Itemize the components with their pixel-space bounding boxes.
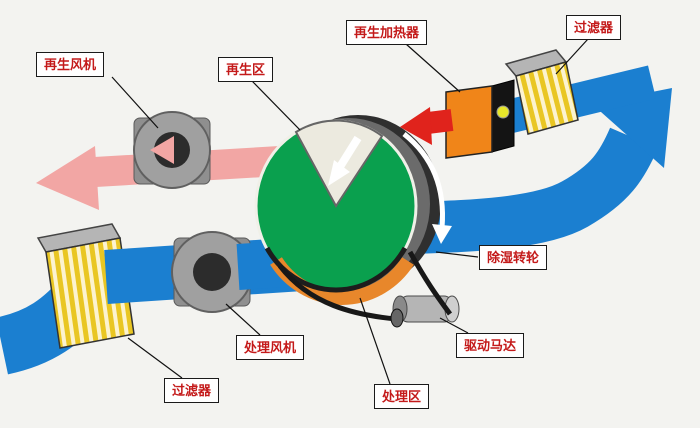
leader-filter-top — [555, 38, 589, 75]
outlet-band — [411, 127, 658, 254]
process-fan-hub — [193, 253, 231, 291]
top-filter — [504, 49, 579, 135]
wheel-rotation-arrow — [402, 132, 446, 229]
label-process-fan: 处理风机 — [236, 335, 305, 360]
sector-arrow-shaft — [334, 135, 362, 173]
desiccant-wheel — [254, 115, 452, 305]
drive-belt — [278, 250, 453, 328]
leader-regen-zone — [251, 80, 301, 131]
top-filter-front — [515, 61, 579, 135]
regen-fan-flow-head — [150, 136, 174, 164]
leader-process-fan — [225, 303, 261, 336]
leader-regen-heater — [405, 43, 461, 93]
belt-right — [407, 250, 453, 316]
label-regen-fan: 再生风机 — [36, 52, 105, 77]
belt-left — [278, 264, 397, 322]
hot-air-arrow — [400, 107, 454, 145]
label-regen-zone: 再生区 — [218, 57, 274, 82]
sector-arrow-head — [328, 160, 350, 186]
belt-pulley — [390, 308, 404, 328]
leader-filter-bottom — [127, 337, 183, 379]
label-drive-motor: 驱动马达 — [456, 333, 525, 358]
regen-exhaust-head — [36, 146, 99, 210]
leader-drive-motor — [439, 317, 469, 334]
label-filter-bottom: 过滤器 — [164, 378, 220, 403]
heater-lamp — [496, 105, 510, 119]
wheel-rotation-head — [432, 224, 452, 244]
leader-regen-fan — [111, 76, 159, 129]
leader-desiccant-wheel — [435, 251, 479, 258]
hot-air-head — [400, 107, 432, 145]
label-desiccant-wheel: 除湿转轮 — [479, 245, 548, 270]
label-process-zone: 处理区 — [374, 384, 430, 409]
regeneration-fan — [133, 111, 211, 189]
leader-lines — [111, 38, 589, 385]
label-filter-top: 过滤器 — [566, 15, 622, 40]
process-fan — [171, 231, 253, 313]
label-regen-heater: 再生加热器 — [346, 20, 428, 45]
leader-process-zone — [359, 297, 391, 385]
regeneration-heater — [445, 79, 515, 159]
heater-front — [445, 85, 493, 159]
hot-air-band — [426, 109, 454, 134]
